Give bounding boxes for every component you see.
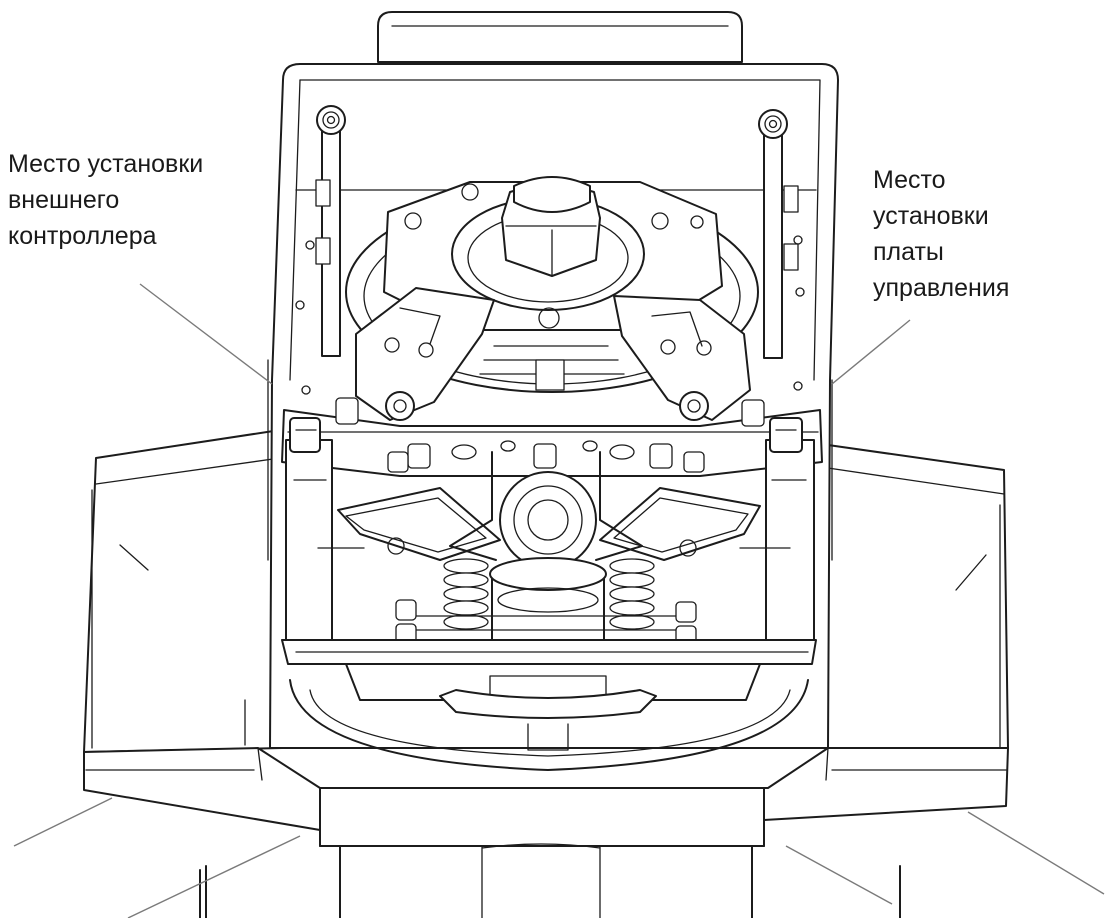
right-post — [765, 417, 815, 641]
top-cap — [377, 11, 743, 63]
label-line: управления — [873, 274, 1010, 302]
base-plate — [281, 639, 817, 711]
right-pivot-arm — [613, 295, 751, 421]
left-pivot-arm — [355, 287, 495, 421]
left-wing-panel — [83, 429, 283, 753]
left-guide-rod — [315, 105, 346, 357]
bottom-frame — [83, 747, 1009, 847]
pedestal — [199, 843, 901, 918]
label-line: контроллера — [8, 222, 157, 250]
control-board-label: Место установки платы управления — [873, 162, 1009, 306]
external-controller-label: Место установки внешнего контроллера — [8, 146, 203, 254]
central-shaft — [403, 557, 691, 651]
motor-drum — [289, 679, 809, 771]
label-line: установки — [873, 202, 989, 230]
label-line: платы — [873, 238, 944, 266]
right-guide-rod — [758, 109, 799, 359]
spring-clip-assembly — [317, 451, 791, 569]
mounting-holes — [295, 235, 805, 395]
label-line: Место — [873, 166, 946, 194]
left-post — [285, 417, 333, 641]
lower-bolts — [395, 599, 697, 647]
label-line: Место установки — [8, 150, 204, 178]
right-spring — [609, 558, 655, 630]
right-wing-panel — [819, 444, 1009, 749]
left-spring — [443, 558, 489, 630]
leader-lines — [13, 283, 1105, 918]
crossbar — [281, 397, 823, 477]
label-line: внешнего — [8, 186, 120, 214]
